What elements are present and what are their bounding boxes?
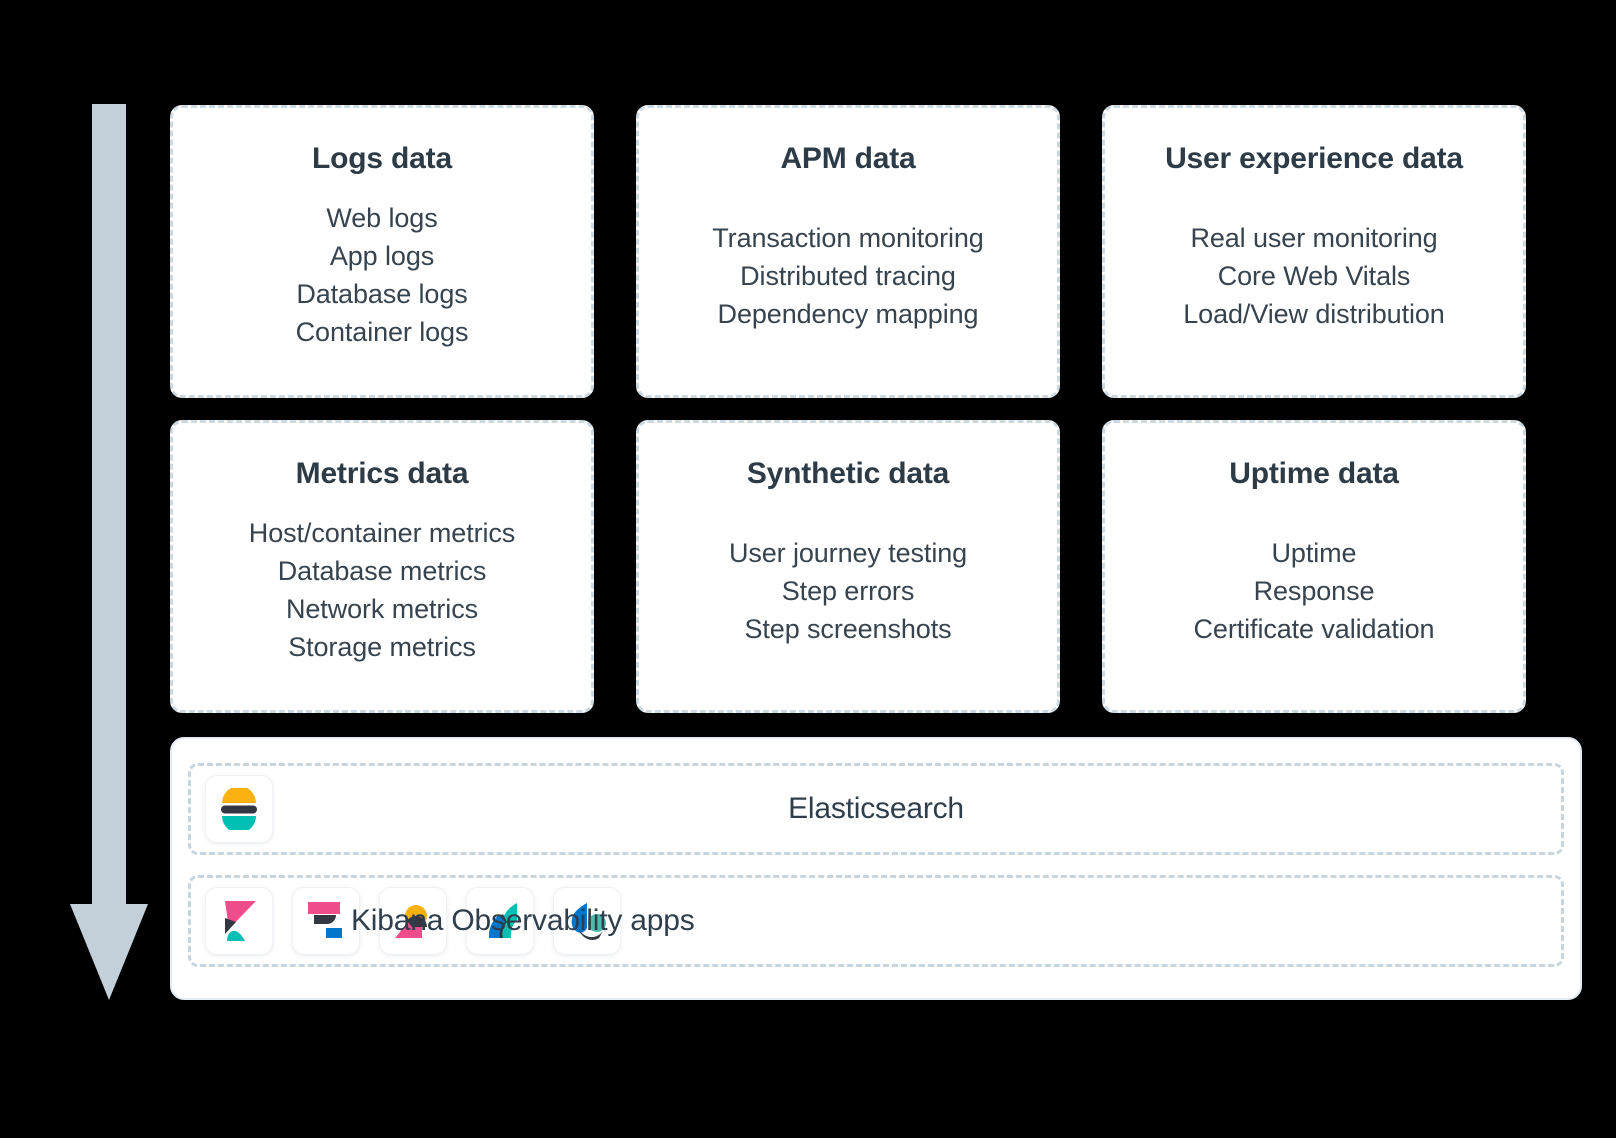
- card-item: App logs: [329, 240, 435, 271]
- card-apm-data: APM data Transaction monitoring Distribu…: [636, 105, 1060, 398]
- card-item: User journey testing: [728, 537, 968, 568]
- card-title: Synthetic data: [746, 457, 950, 490]
- card-title: Logs data: [312, 142, 452, 175]
- card-items: Uptime Response Certificate validation: [1123, 534, 1505, 649]
- card-item: Dependency mapping: [717, 299, 979, 330]
- elasticsearch-label: Elasticsearch: [788, 792, 964, 825]
- synthetics-app-icon: [553, 887, 621, 955]
- card-items: Transaction monitoring Distributed traci…: [657, 219, 1039, 334]
- card-user-experience-data: User experience data Real user monitorin…: [1102, 105, 1526, 398]
- metrics-app-icon: [379, 887, 447, 955]
- card-items: User journey testing Step errors Step sc…: [657, 534, 1039, 649]
- card-title: Metrics data: [295, 457, 469, 490]
- card-item: Database metrics: [277, 555, 487, 586]
- card-item: Response: [1253, 575, 1375, 606]
- card-item: Network metrics: [285, 594, 479, 625]
- logs-app-icon: [292, 887, 360, 955]
- card-item: Storage metrics: [288, 632, 476, 663]
- card-item: Container logs: [295, 317, 469, 348]
- elasticsearch-logo-icon: [205, 775, 273, 843]
- platform-panel: Elasticsearch: [170, 737, 1582, 1000]
- card-uptime-data: Uptime data Uptime Response Certificate …: [1102, 420, 1526, 713]
- card-metrics-data: Metrics data Host/container metrics Data…: [170, 420, 594, 713]
- card-item: Uptime: [1271, 537, 1357, 568]
- card-logs-data: Logs data Web logs App logs Database log…: [170, 105, 594, 398]
- card-item: Transaction monitoring: [712, 222, 984, 253]
- card-item: Step screenshots: [744, 614, 952, 645]
- card-item: Load/View distribution: [1183, 299, 1445, 330]
- card-title: APM data: [780, 142, 916, 175]
- card-item: Database logs: [296, 279, 468, 310]
- card-item: Host/container metrics: [248, 517, 516, 548]
- card-synthetic-data: Synthetic data User journey testing Step…: [636, 420, 1060, 713]
- card-item: Web logs: [326, 202, 438, 233]
- card-item: Distributed tracing: [740, 260, 956, 291]
- kibana-logo-icon: [205, 887, 273, 955]
- kibana-apps-row: Kibana Observability apps: [188, 875, 1564, 967]
- card-title: Uptime data: [1229, 457, 1399, 490]
- card-items: Host/container metrics Database metrics …: [191, 514, 573, 667]
- uptime-app-icon: [466, 887, 534, 955]
- elasticsearch-row: Elasticsearch: [188, 763, 1564, 855]
- card-items: Real user monitoring Core Web Vitals Loa…: [1123, 219, 1505, 334]
- card-item: Step errors: [781, 575, 915, 606]
- card-item: Core Web Vitals: [1217, 260, 1411, 291]
- card-items: Web logs App logs Database logs Containe…: [191, 199, 573, 352]
- data-card-grid: Logs data Web logs App logs Database log…: [170, 105, 1582, 713]
- down-arrow-icon: [70, 104, 148, 1000]
- card-item: Certificate validation: [1193, 614, 1435, 645]
- card-title: User experience data: [1165, 142, 1463, 175]
- card-item: Real user monitoring: [1190, 222, 1438, 253]
